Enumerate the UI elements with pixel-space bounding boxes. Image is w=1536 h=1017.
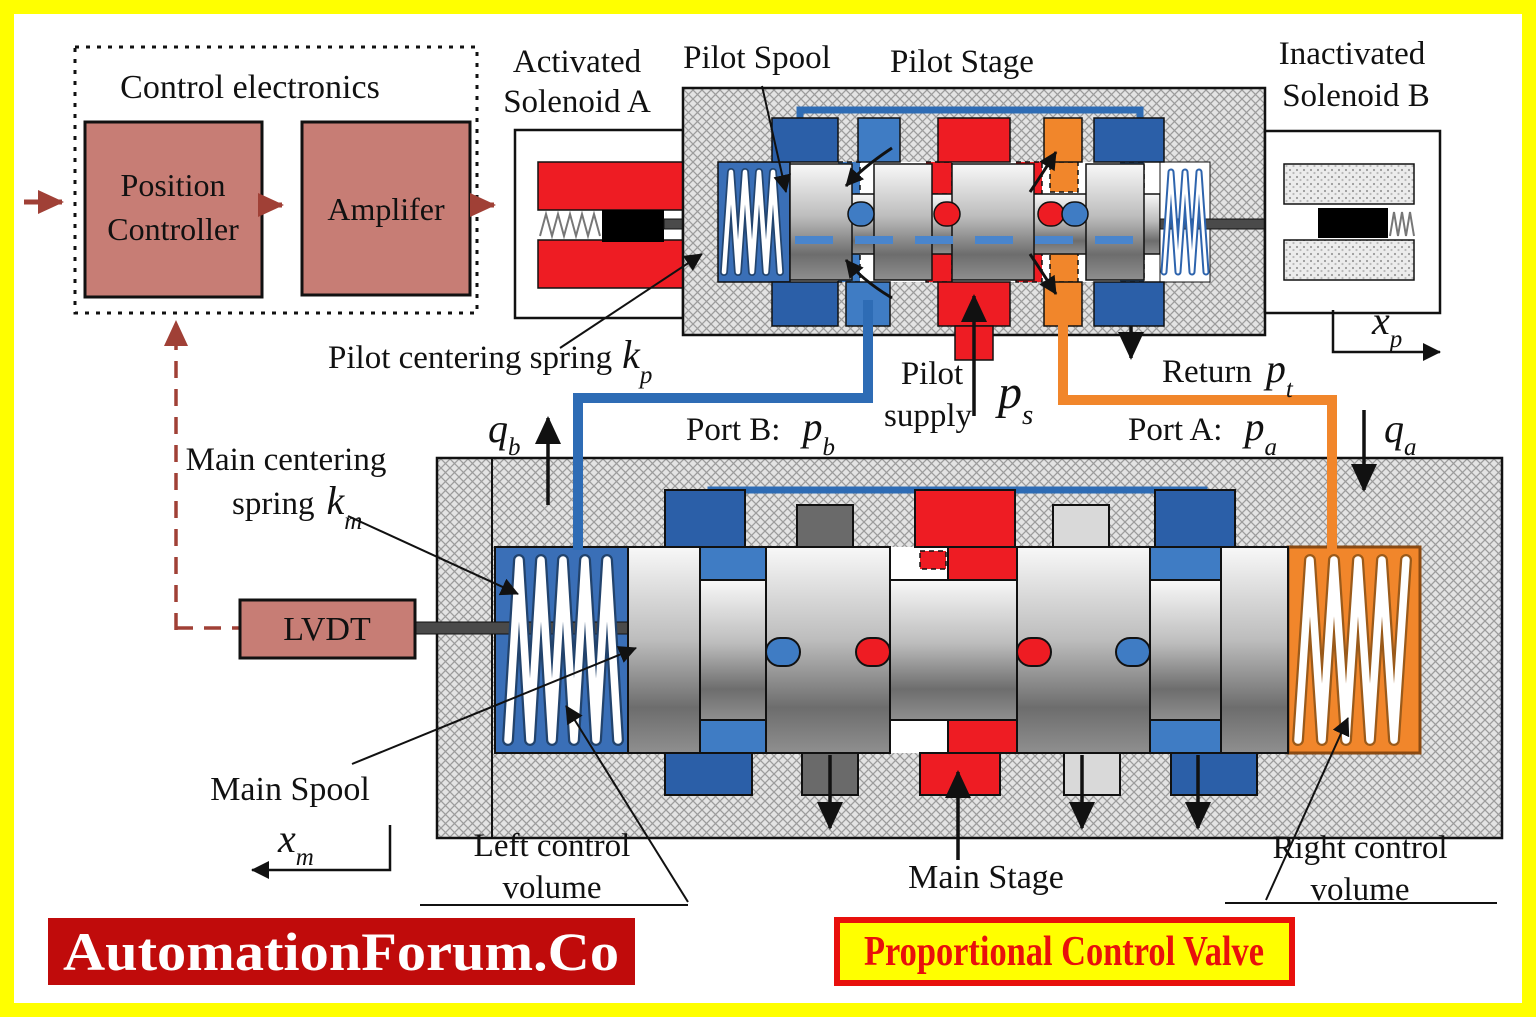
- left-volume-leader: [565, 705, 689, 903]
- leader-lines: [347, 85, 1497, 906]
- label-port-b: Port B:pb: [686, 404, 835, 461]
- control-electronics-box: Control electronics Position Controller …: [24, 45, 496, 315]
- pilot-spool-leader: [761, 85, 792, 193]
- solenoid-a-coil-bottom: [537, 239, 685, 289]
- position-controller-block: [83, 120, 264, 299]
- solenoid-b-armature: [1318, 208, 1388, 238]
- pilot-valve-body: [681, 86, 1325, 361]
- label-left-volume-2: volume: [503, 870, 602, 906]
- main-spool-leader: [351, 646, 637, 765]
- position-controller-label-1: Position: [121, 167, 226, 203]
- label-inactivated-1: Inactivated: [1279, 36, 1426, 72]
- main-spool: [627, 546, 1289, 754]
- label-main-spool: Main Spool: [210, 771, 370, 808]
- pilot-return-spring: [1159, 161, 1325, 283]
- lvdt-label: LVDT: [283, 611, 371, 648]
- right-volume-leader: [1265, 717, 1350, 901]
- pilot-flow-arrows: [844, 146, 1058, 300]
- pilot-spool: [789, 163, 1161, 281]
- position-controller-label-2: Controller: [107, 211, 239, 247]
- main-spool-notch-red-right: [1016, 637, 1052, 667]
- main-spool-notch-blue-left: [765, 637, 801, 667]
- label-ps: ps: [995, 366, 1033, 431]
- solenoid-b-spring: [1389, 211, 1415, 237]
- label-pilot-stage: Pilot Stage: [890, 44, 1034, 80]
- amplifier-label: Amplifer: [327, 191, 445, 227]
- caption-banner: Proportional Control Valve: [834, 917, 1295, 986]
- solenoid-b: [1263, 129, 1442, 315]
- label-qa: qa: [1384, 406, 1417, 461]
- label-pilot-spool: Pilot Spool: [683, 40, 831, 76]
- label-left-volume-1: Left control: [474, 828, 631, 864]
- port-a-pipe: [1058, 312, 1337, 552]
- label-main-stage: Main Stage: [908, 859, 1064, 896]
- lvdt-sensor: LVDT: [238, 598, 417, 660]
- site-banner-text: AutomationForum.Co: [63, 922, 619, 982]
- port-b-pipe: [573, 300, 873, 550]
- label-qb: qb: [488, 406, 521, 461]
- pilot-spring-leader: [559, 253, 703, 349]
- label-right-volume-1: Right control: [1272, 830, 1447, 866]
- main-ports: [664, 489, 1258, 796]
- caption-banner-text: Proportional Control Valve: [864, 929, 1264, 975]
- xm-axis: xm: [251, 816, 392, 879]
- xm-label: xm: [277, 816, 314, 871]
- solenoid-b-coil-top: [1283, 163, 1415, 205]
- label-right-volume-2: volume: [1311, 872, 1410, 908]
- label-activated-1: Activated: [513, 44, 642, 80]
- solenoid-b-coil-bottom: [1283, 239, 1415, 281]
- xp-axis: xp: [1331, 298, 1441, 361]
- solenoid-a: [513, 128, 793, 320]
- lvdt-feedback-line: [164, 320, 240, 630]
- site-banner: AutomationForum.Co: [48, 918, 635, 985]
- main-spool-notch-blue-right: [1115, 637, 1151, 667]
- solenoid-a-armature: [602, 210, 664, 242]
- main-centering-spring-coils: [502, 554, 624, 746]
- solenoid-a-spring: [539, 210, 601, 240]
- pilot-spool-notch-blue-left: [847, 201, 875, 227]
- label-inactivated-2: Solenoid B: [1282, 78, 1430, 114]
- main-port-arrows: [817, 755, 1211, 860]
- main-spring-leader: [347, 515, 519, 596]
- label-main-centering-1: Main centering: [186, 442, 387, 478]
- control-electronics-title: Control electronics: [120, 69, 380, 106]
- right-spring-coils: [1292, 554, 1412, 746]
- amplifier-block: [300, 120, 472, 297]
- pilot-spool-notch-red-left: [933, 201, 961, 227]
- pilot-centering-spring-coils: [720, 168, 784, 276]
- label-pilot-supply-1: Pilot: [901, 356, 963, 392]
- label-activated-2: Solenoid A: [503, 84, 651, 120]
- label-port-a: Port A:pa: [1128, 404, 1277, 461]
- label-pilot-supply-2: supply: [884, 398, 973, 434]
- xp-label: xp: [1371, 298, 1402, 353]
- pilot-spool-notch-blue-right: [1061, 201, 1089, 227]
- solenoid-a-coil-top: [537, 161, 685, 211]
- main-spool-notch-red-left: [855, 637, 891, 667]
- pilot-spool-notch-red-right: [1037, 201, 1065, 227]
